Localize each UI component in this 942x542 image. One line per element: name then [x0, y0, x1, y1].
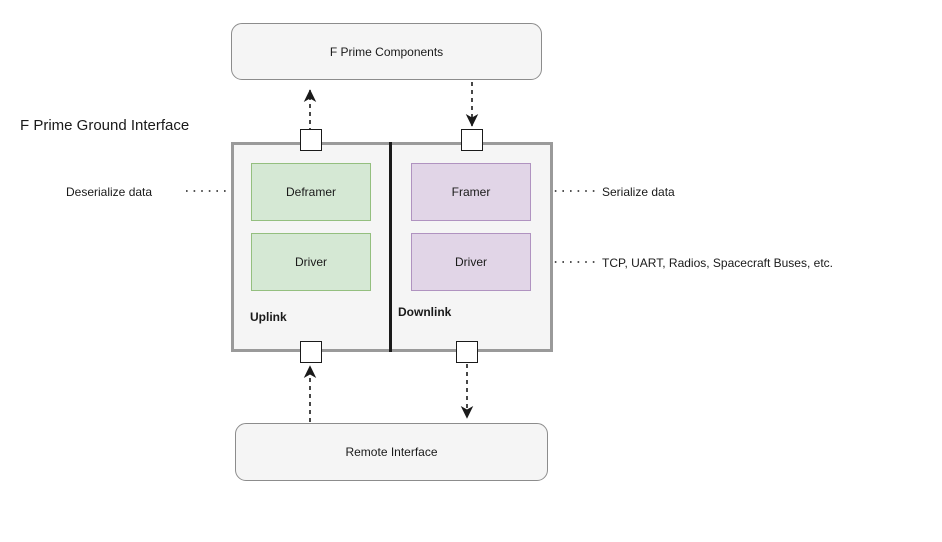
component-framer[interactable]: Framer — [411, 163, 531, 221]
downlink-bottom-port[interactable] — [456, 341, 478, 363]
component-deframer[interactable]: Deframer — [251, 163, 371, 221]
component-downlink-driver[interactable]: Driver — [411, 233, 531, 291]
diagram-title: F Prime Ground Interface — [20, 117, 190, 134]
component-downlink-driver-label: Driver — [455, 255, 487, 269]
component-deframer-label: Deframer — [285, 185, 336, 199]
component-uplink-driver[interactable]: Driver — [251, 233, 371, 291]
endpoint-remote-interface-label: Remote Interface — [345, 445, 438, 459]
annotation-transport-options: TCP, UART, Radios, Spacecraft Buses, etc… — [602, 256, 833, 270]
endpoint-remote-interface[interactable]: Remote Interface — [235, 423, 548, 481]
uplink-bottom-port[interactable] — [300, 341, 322, 363]
downlink-flow-label: Downlink — [398, 305, 452, 319]
uplink-top-port[interactable] — [300, 129, 322, 151]
component-uplink-driver-label: Driver — [295, 255, 327, 269]
endpoint-f-prime-components[interactable]: F Prime Components — [231, 23, 542, 80]
annotation-deserialize-data: Deserialize data — [66, 185, 153, 199]
annotation-serialize-data: Serialize data — [602, 185, 675, 199]
uplink-flow-label: Uplink — [250, 310, 287, 324]
component-framer-label: Framer — [451, 185, 491, 199]
endpoint-f-prime-components-label: F Prime Components — [329, 44, 444, 59]
lane-divider — [389, 142, 392, 352]
downlink-top-port[interactable] — [461, 129, 483, 151]
